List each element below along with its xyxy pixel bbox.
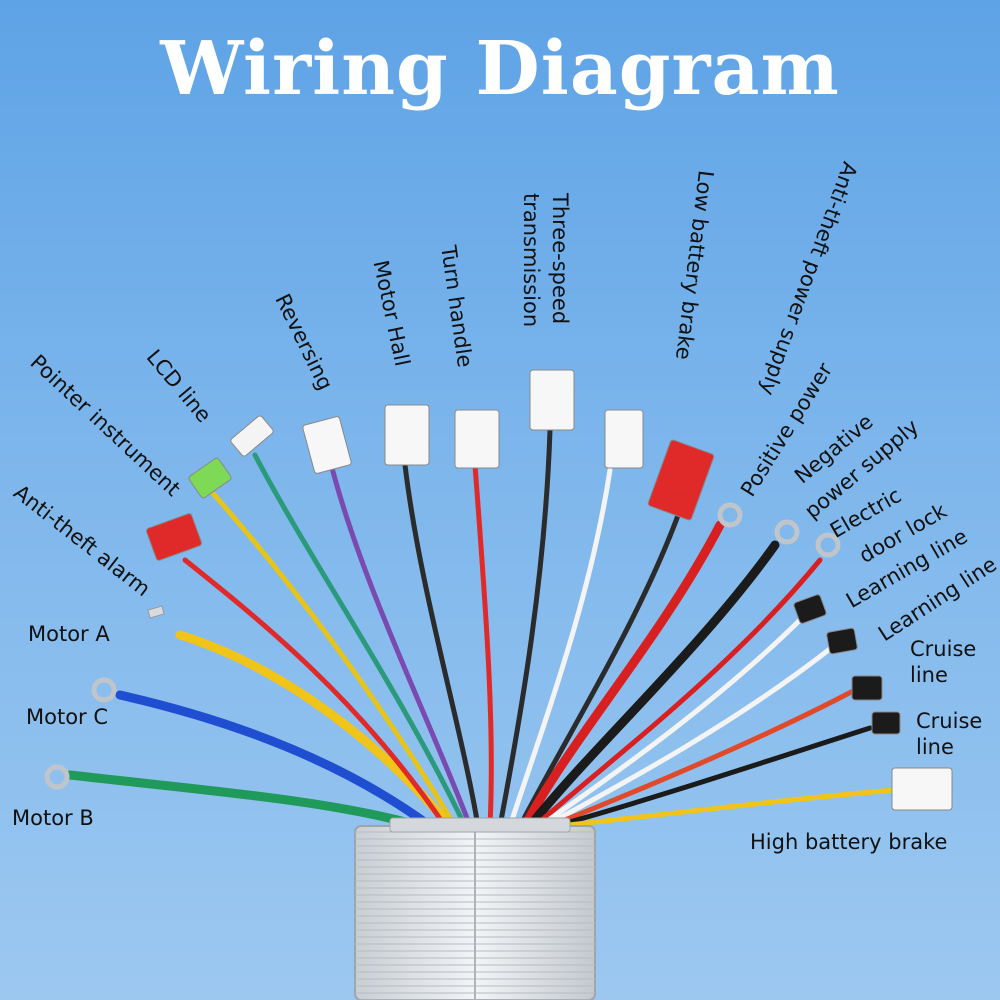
wire-cruise-line-2 (552, 725, 873, 829)
label-motor-c: Motor C (26, 705, 109, 729)
low-battery-brake-connector (604, 409, 644, 469)
high-battery-brake-connector (891, 767, 953, 811)
motor-a-spade-terminal (147, 605, 165, 619)
motor-c-ring-terminal (91, 677, 117, 703)
wire-motor-hall (402, 462, 481, 829)
wire-reversing (327, 457, 473, 829)
three-speed-connector (529, 369, 575, 431)
wire-anti-theft-power (517, 507, 683, 829)
cruise-line-2-connector (871, 711, 901, 735)
label-three-speed-2: transmission (519, 193, 543, 328)
wire-lcd-line (252, 452, 468, 829)
electric-door-lock-ring-terminal (815, 532, 841, 558)
wire-positive-power (520, 520, 725, 831)
negative-power-ring-terminal (774, 519, 800, 545)
wire-motor-b (65, 770, 425, 831)
wire-motor-c (115, 690, 435, 831)
positive-power-ring-terminal (717, 502, 743, 528)
controller-box (354, 817, 596, 1000)
label-high-battery-brake: High battery brake (750, 830, 948, 854)
wire-three-speed (497, 427, 553, 829)
wire-high-battery-brake (557, 787, 898, 829)
learning-line-1-connector (793, 594, 827, 624)
wire-learning-line-1 (537, 612, 808, 829)
label-motor-a: Motor A (28, 622, 110, 646)
wire-electric-door-lock (532, 557, 823, 829)
diagram-title: Wiring Diagram (160, 26, 840, 112)
wire-learning-line-2 (542, 642, 838, 829)
wire-cruise-line-1 (547, 687, 858, 829)
label-cruise-line-1: Cruise line (910, 637, 977, 687)
motor-hall-connector (384, 404, 430, 466)
wire-turn-handle (472, 462, 494, 829)
label-cruise-line-2: Cruise line (916, 709, 983, 759)
wire-bundle (65, 427, 898, 831)
learning-line-2-connector (826, 627, 858, 655)
wire-anti-theft-alarm (182, 557, 448, 829)
wire-pointer-instrument (207, 487, 458, 829)
motor-b-ring-terminal (44, 764, 70, 790)
cruise-line-1-connector (851, 675, 883, 701)
anti-theft-alarm-connector (145, 513, 203, 561)
label-three-speed-1: Three-speed (548, 193, 572, 325)
wire-motor-a (175, 630, 455, 831)
anti-theft-power-connector (647, 439, 715, 521)
turn-handle-connector (454, 409, 500, 469)
lcd-line-connector (230, 415, 274, 457)
connector-group (44, 369, 953, 811)
reversing-connector (302, 416, 352, 474)
wire-low-battery-brake (507, 467, 613, 829)
label-motor-b: Motor B (12, 806, 94, 830)
wire-negative-power (525, 540, 780, 831)
pointer-instrument-connector (188, 457, 232, 499)
